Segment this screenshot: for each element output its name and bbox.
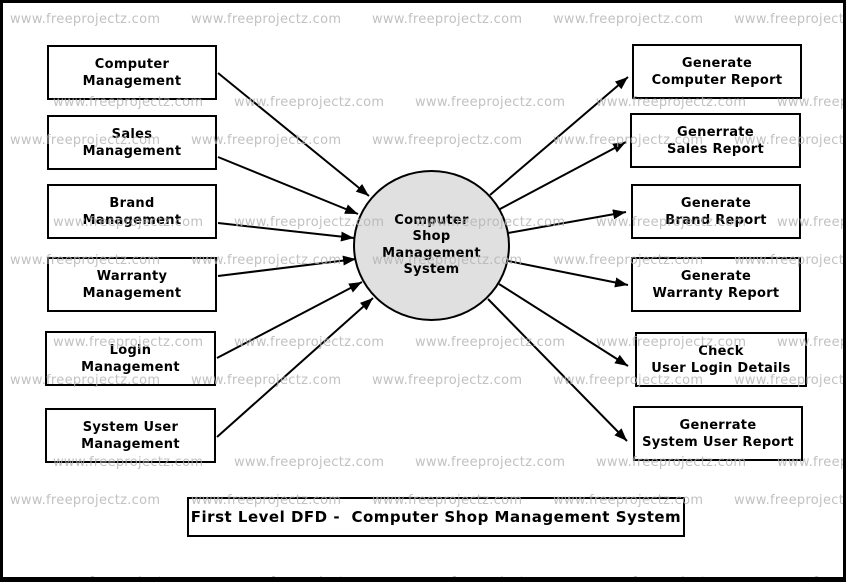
data-flow-arrow [499,141,627,210]
data-flow-arrow [498,283,629,367]
external-entity-brand-management: Brand Management [47,184,217,239]
entity-label: Check User Login Details [651,343,791,376]
external-entity-login-management: Login Management [45,331,216,386]
entity-label: Computer Management [82,56,182,89]
data-flow-arrow [217,222,355,242]
process-node: Computer Shop Management System [353,170,510,321]
process-output-check-user-login-details: Check User Login Details [635,332,807,387]
process-output-generrate-sales-report: Generrate Sales Report [630,113,801,168]
process-output-generate-computer-report: Generate Computer Report [632,44,802,99]
entity-label: Generrate Sales Report [667,124,764,157]
external-entity-sales-management: Sales Management [47,115,217,170]
diagram-title: First Level DFD - Computer Shop Manageme… [190,508,682,526]
entity-label: Sales Management [82,126,182,159]
data-flow-arrow [216,297,374,438]
data-flow-arrow [216,281,363,359]
process-label: Computer Shop Management System [382,212,481,278]
entity-label: Generate Brand Report [665,195,767,228]
entity-label: Login Management [81,342,180,375]
entity-label: Brand Management [82,195,182,228]
data-flow-arrow [507,260,629,288]
entity-label: Warranty Management [82,268,182,301]
entity-label: System User Management [81,419,180,452]
external-entity-system-user-management: System User Management [45,408,216,463]
diagram-title-box: First Level DFD - Computer Shop Manageme… [187,497,685,537]
data-flow-arrow [487,298,628,442]
external-entity-computer-management: Computer Management [47,45,217,100]
data-flow-arrow [217,255,357,277]
data-flow-arrow [489,76,629,196]
data-flow-arrow [217,72,370,197]
process-output-generrate-system-user-report: Generrate System User Report [633,406,803,461]
external-entity-warranty-management: Warranty Management [47,257,217,312]
data-flow-arrow [507,209,627,234]
data-flow-arrow [217,156,359,215]
process-output-generate-brand-report: Generate Brand Report [631,184,801,239]
entity-label: Generrate System User Report [642,417,794,450]
process-output-generate-warranty-report: Generate Warranty Report [631,257,801,312]
entity-label: Generate Computer Report [651,55,783,88]
entity-label: Generate Warranty Report [652,268,780,301]
